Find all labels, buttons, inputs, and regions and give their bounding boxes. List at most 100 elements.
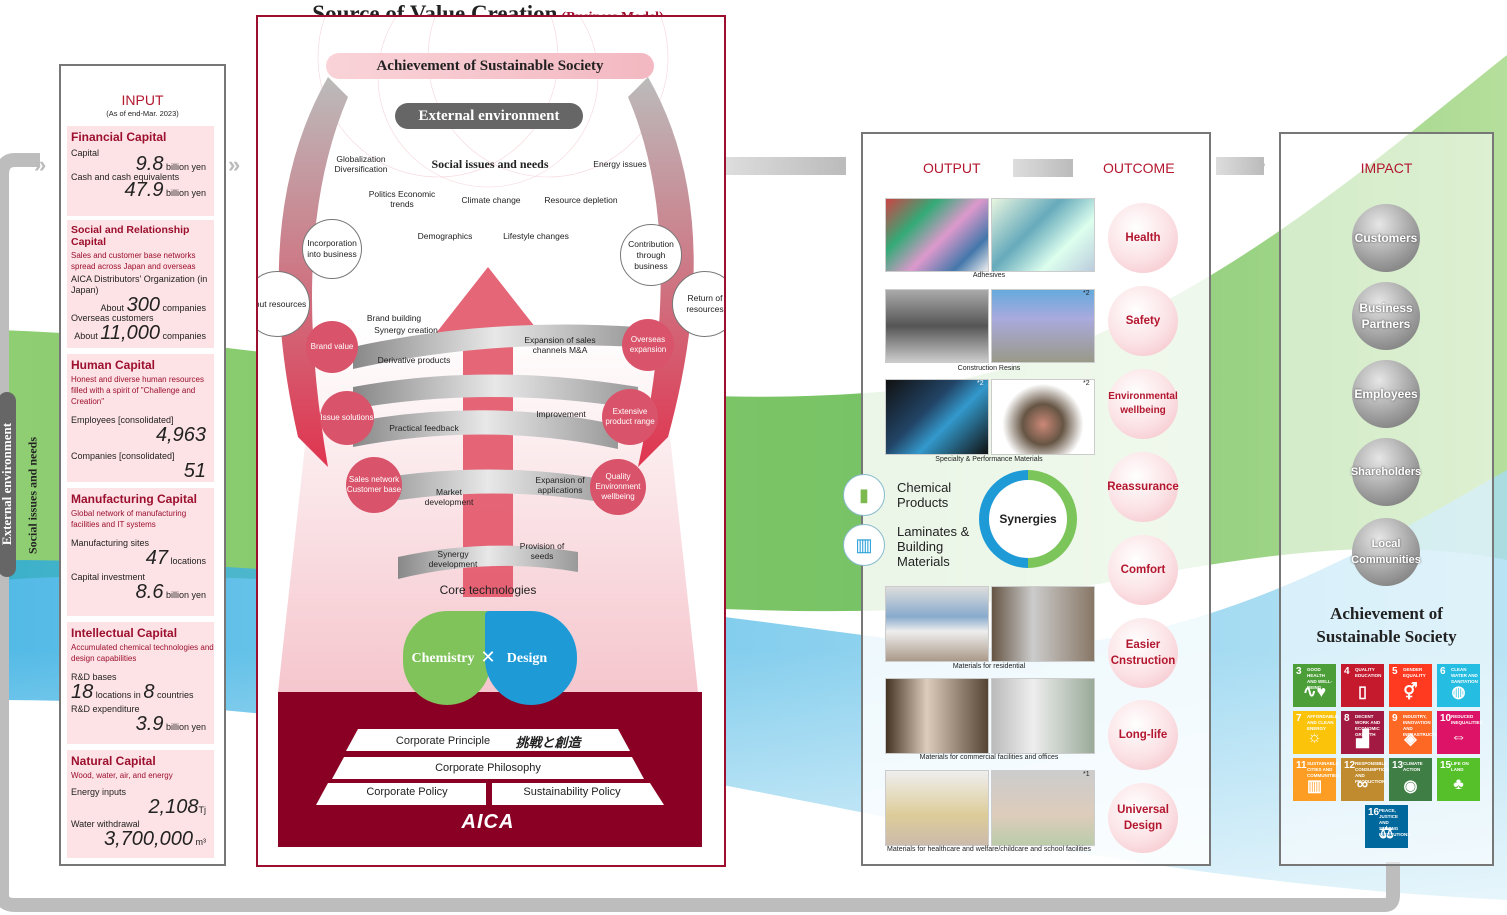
human-title: Human Capital: [71, 358, 156, 372]
sdg-title: SUSTAINABLE CITIES AND COMMUNITIES: [1307, 761, 1339, 778]
stakeholder-circle: Local Communities: [1351, 518, 1421, 586]
quality-circle: Quality Environment wellbeing: [590, 459, 646, 515]
stakeholder-circle: Employees: [1352, 360, 1420, 428]
social-desc: Sales and customer base networks spread …: [71, 251, 196, 271]
water-unit: m³: [195, 837, 207, 847]
cash-value: 47.9: [124, 179, 164, 201]
sales-network-circle: Sales network Customer base: [346, 457, 402, 513]
sdg-title: CLEAN WATER AND SANITATION: [1451, 667, 1478, 684]
chemistry-leaf: [403, 611, 491, 705]
outcome-item: Safety: [1108, 286, 1178, 356]
sdg-number: 5: [1392, 666, 1398, 677]
capital-unit: billion yen: [165, 162, 206, 172]
sdg-symbol-icon: ∞: [1356, 776, 1369, 793]
return-resources-circle: Return of resources: [672, 271, 724, 337]
photo-residential: [885, 586, 989, 662]
intellectual-capital: Intellectual Capital Accumulated chemica…: [67, 622, 214, 744]
social-capital: Social and Relationship Capital Sales an…: [67, 220, 214, 348]
photo-commercial: [991, 678, 1095, 754]
human-desc: Honest and diverse human resources fille…: [71, 375, 204, 406]
natural-title: Natural Capital: [71, 754, 156, 768]
spiral-label: Expansion of sales channels M&A: [524, 335, 596, 355]
sdg-symbol-icon: ⚖: [1379, 825, 1394, 842]
sdg-title: RESPONSIBLE CONSUMPTION AND PRODUCTION: [1355, 761, 1389, 784]
investment-unit: billion yen: [165, 590, 206, 600]
natural-desc: Wood, water, air, and energy: [71, 771, 173, 780]
chevron-icon: »: [228, 152, 241, 177]
natural-capital: Natural Capital Wood, water, air, and en…: [67, 750, 214, 858]
issue-solutions-circle: Issue solutions: [320, 391, 374, 445]
sdg-title: GENDER EQUALITY: [1403, 667, 1426, 678]
issue-item: Climate change: [461, 195, 521, 205]
outcome-item: Environmental wellbeing: [1108, 369, 1178, 439]
sdg-number: 11: [1296, 760, 1307, 771]
photo-residential: [991, 586, 1095, 662]
sdg-title: PEACE, JUSTICE AND STRONG INSTITUTIONS: [1379, 808, 1411, 837]
social-title: Social and Relationship Capital: [71, 224, 190, 248]
overseas-unit: companies: [162, 331, 206, 341]
outcome-heading: OUTCOME: [1103, 160, 1175, 176]
sdg-symbol-icon: ◈: [1404, 731, 1417, 748]
spiral-label: Market development: [424, 487, 474, 507]
stakeholder-circle: Shareholders: [1351, 438, 1421, 506]
sdg-symbol-icon: ▯: [1358, 684, 1367, 701]
spiral-label: Provision of seeds: [519, 541, 565, 561]
manufacturing-desc: Global network of manufacturing faciliti…: [71, 509, 187, 529]
external-environment-label: External environment: [0, 422, 14, 546]
sdg-symbol-icon: ▥: [1306, 778, 1323, 795]
spiral-label: Synergy creation: [374, 325, 438, 335]
arrow-to-impact: [1216, 157, 1264, 175]
sdg-symbol-icon: ◍: [1451, 684, 1466, 701]
brand-value-circle: Brand value: [306, 321, 358, 373]
investment-label: Capital investment: [71, 572, 146, 582]
human-capital: Human Capital Honest and diverse human r…: [67, 354, 214, 482]
corporate-philosophy: Corporate Philosophy: [435, 762, 541, 774]
sdg-number: 9: [1392, 713, 1398, 724]
cash-unit: billion yen: [165, 188, 206, 198]
caption: Construction Resins: [957, 365, 1021, 372]
sdg-title: CLIMATE ACTION: [1403, 761, 1423, 772]
rd-mid: locations in: [95, 690, 141, 700]
chemistry-label: Chemistry: [411, 651, 475, 666]
segment-chemical: Chemical Products: [897, 480, 952, 510]
cash-label: Cash and cash equivalents: [71, 172, 180, 182]
sdg-number: 8: [1344, 713, 1350, 724]
caption: Specialty & Performance Materials: [935, 456, 1043, 463]
segment-laminates: Laminates & Building Materials: [897, 524, 970, 569]
impact-achievement: Achievement of Sustainable Society: [1316, 604, 1457, 646]
output-arrow: [1013, 159, 1073, 177]
note: *1: [1083, 771, 1090, 778]
financial-title: Financial Capital: [71, 130, 167, 144]
business-model-panel: Achievement of Sustainable Society Exter…: [256, 15, 726, 867]
sdg-title: INDUSTRY, INNOVATION AND INFRASTRUCTURE: [1403, 714, 1445, 737]
external-environment-pill: External environment: [395, 103, 583, 129]
sdg-symbol-icon: ∿♥: [1303, 684, 1326, 701]
chemical-products-icon: ▮: [843, 474, 885, 516]
manufacturing-title: Manufacturing Capital: [71, 492, 198, 506]
chevron-icon: ›: [838, 150, 846, 177]
rd-value-2: 8: [143, 681, 155, 703]
org-unit: companies: [162, 303, 206, 313]
issue-item: Resource depletion: [544, 195, 618, 205]
rd-value-1: 18: [71, 681, 94, 703]
chevron-icon: »: [34, 152, 47, 177]
corporate-principle: Corporate Principle: [395, 735, 491, 747]
outcome-item: Reassurance: [1107, 452, 1179, 522]
spiral-label: Improvement: [536, 409, 586, 419]
caption: Materials for healthcare and welfare/chi…: [887, 846, 1091, 853]
water-value: 3,700,000: [104, 828, 193, 850]
caption: Adhesives: [972, 272, 1006, 279]
financial-capital: Financial Capital Capital 9.8 billion ye…: [67, 126, 214, 216]
employees-label: Employees [consolidated]: [71, 415, 174, 425]
sdg-symbol-icon: ◉: [1403, 778, 1418, 795]
energy-unit: Tj: [198, 805, 207, 815]
sdg-number: 13: [1392, 760, 1404, 771]
issue-item: Lifestyle changes: [503, 231, 569, 241]
synergies-label: Synergies: [989, 480, 1067, 558]
sdg-symbol-icon: ☼: [1307, 729, 1322, 746]
